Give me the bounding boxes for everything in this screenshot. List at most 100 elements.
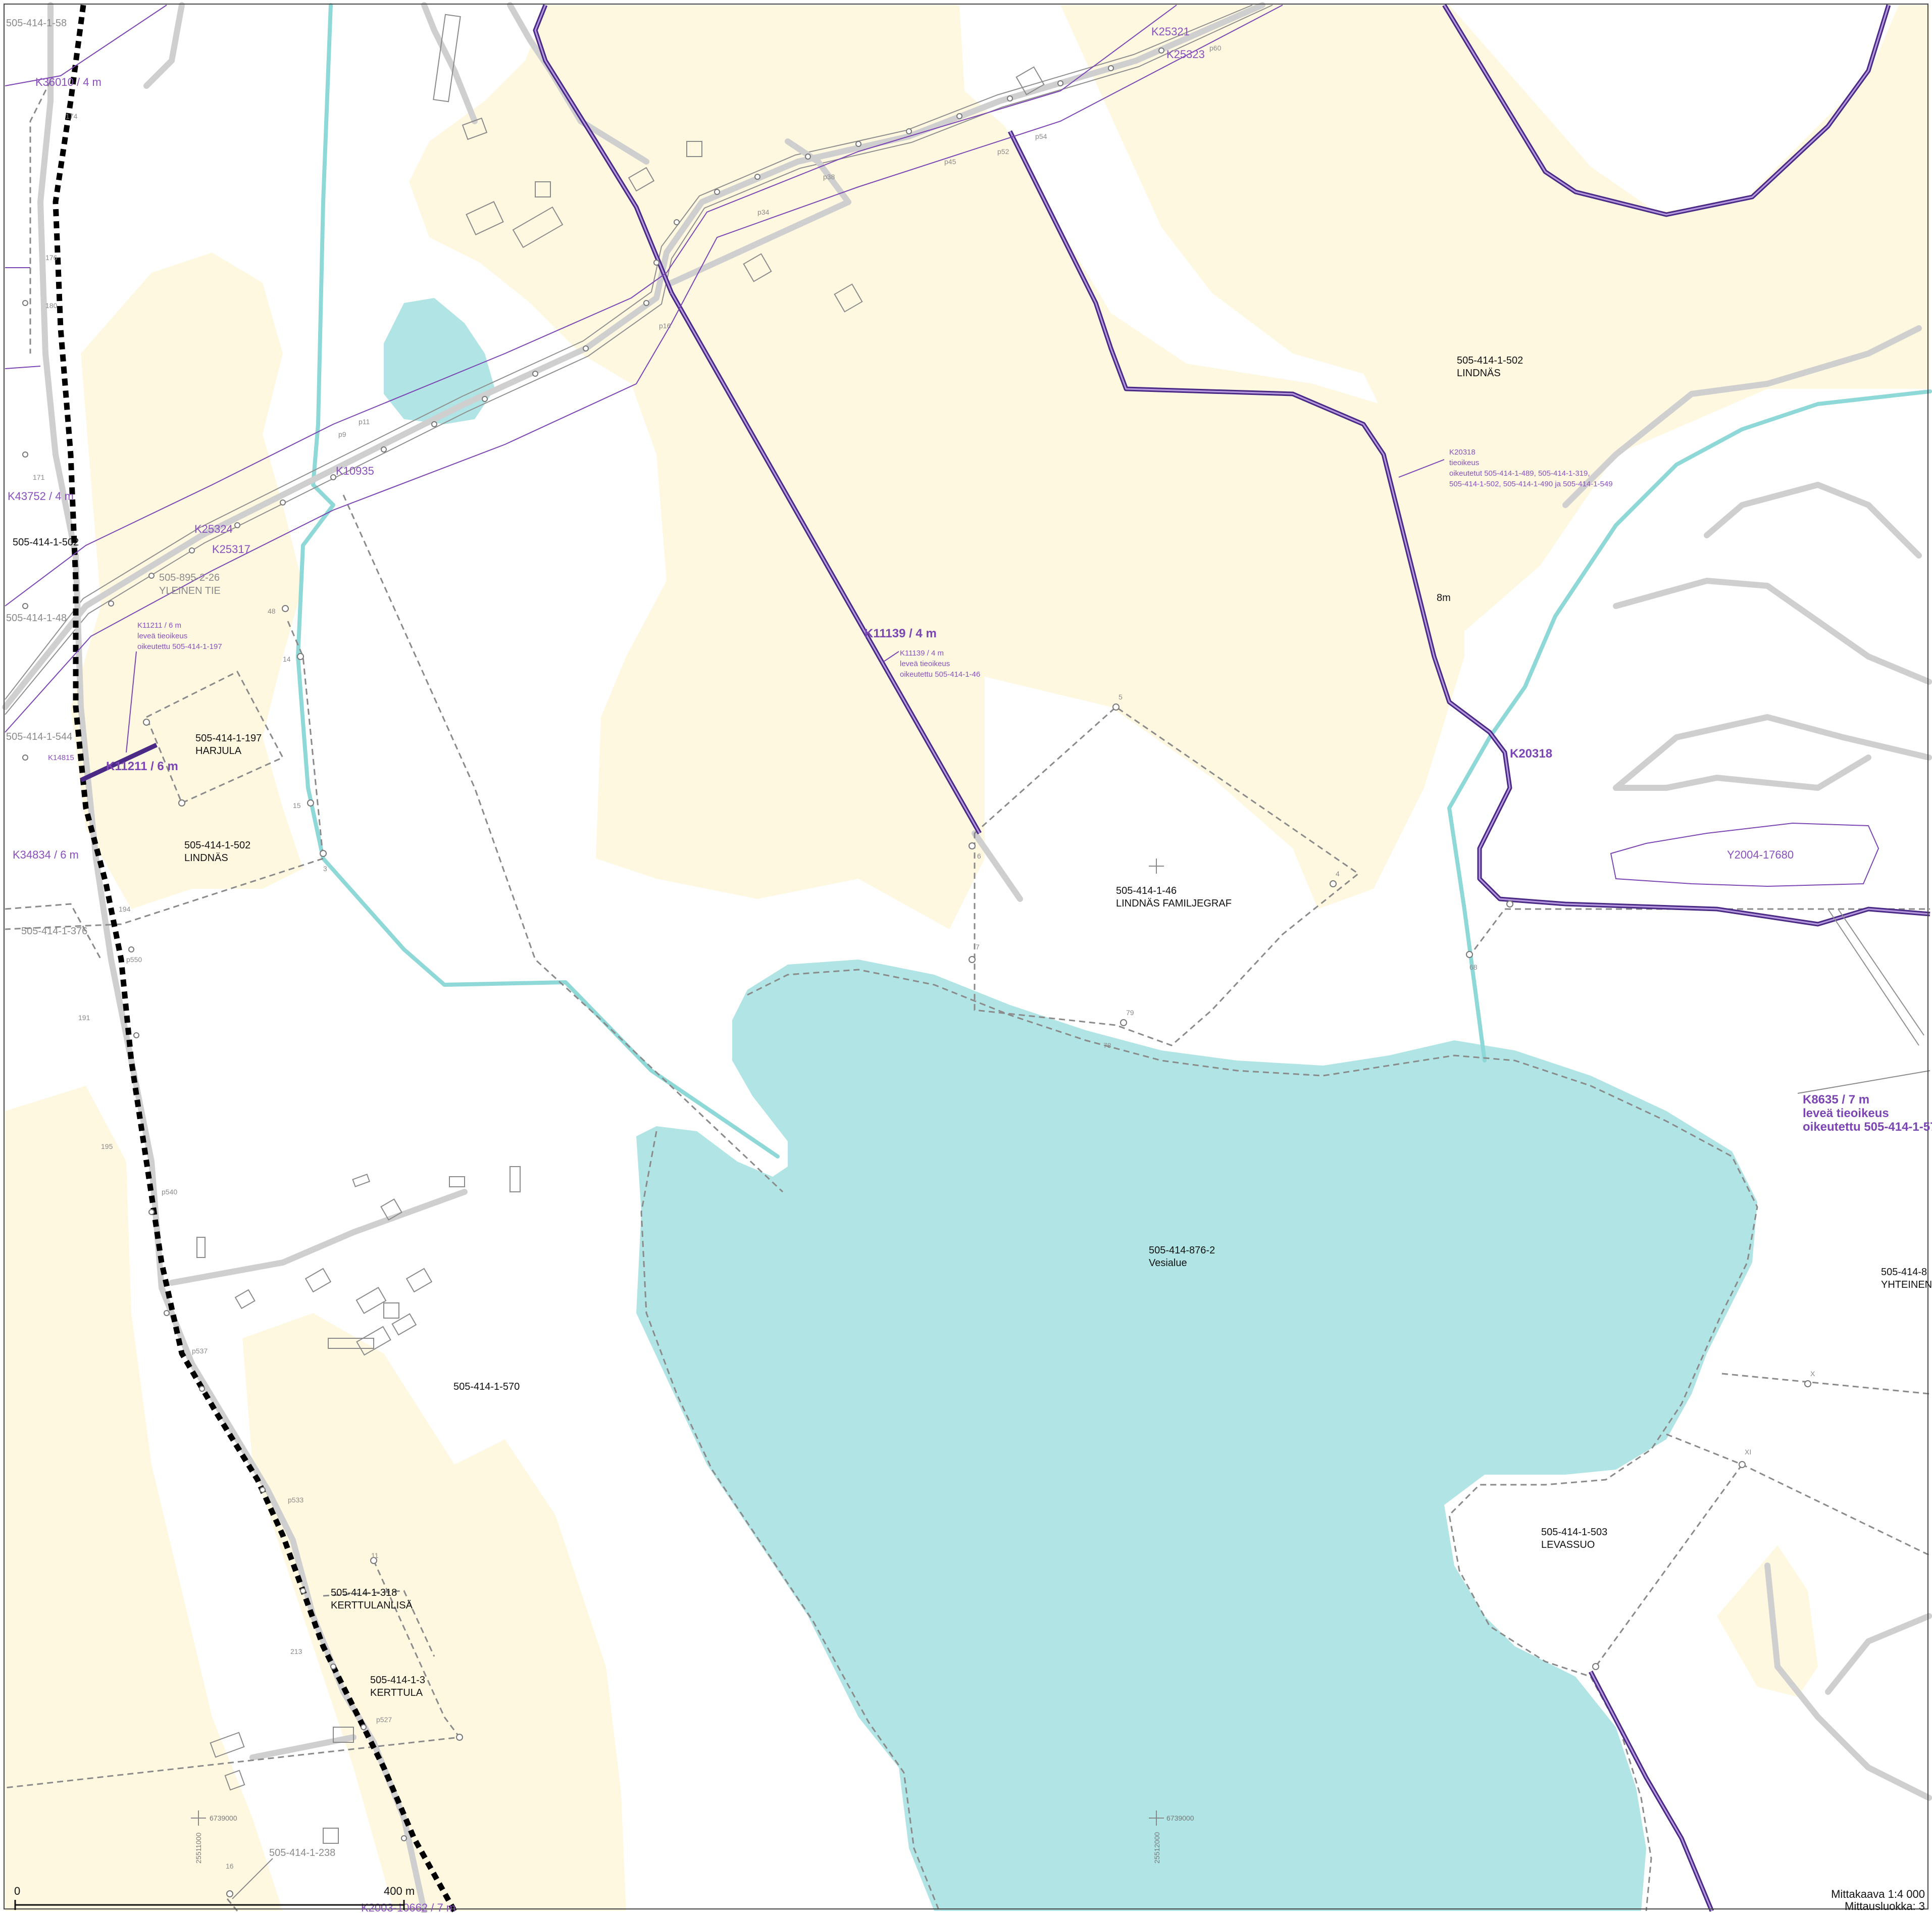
boundary-levassuo xyxy=(1721,1373,1930,1395)
survey-point xyxy=(148,1209,155,1215)
easement-k34834: K34834 / 6 m xyxy=(13,848,79,861)
scale-bar: 0 400 m xyxy=(14,1885,415,1910)
road-name: YLEINEN TIE xyxy=(159,585,221,596)
road-id: 505-895-2-26 xyxy=(159,572,220,583)
survey-point xyxy=(280,499,286,506)
building xyxy=(743,253,772,282)
survey-point xyxy=(855,141,861,147)
point-label: p45 xyxy=(944,158,956,166)
point-label: 194 xyxy=(119,905,131,913)
coordinate-cross xyxy=(191,1810,206,1826)
easement-k20318-inner xyxy=(1009,131,1930,925)
parcel-labels: 505-414-1-502 LINDNÄS 505-414-1-502 LIND… xyxy=(6,18,1932,1858)
point-label: p34 xyxy=(757,208,770,216)
coord-east-2: 25512000 xyxy=(1153,1832,1161,1864)
coord-north-2: 6739000 xyxy=(1166,1814,1194,1822)
building xyxy=(380,1198,402,1221)
road-east-1 xyxy=(1562,325,1922,508)
point-label: p540 xyxy=(162,1188,177,1196)
point-label: p52 xyxy=(997,147,1009,156)
survey-point xyxy=(1007,95,1013,102)
survey-point xyxy=(128,946,134,952)
side-road-north2 xyxy=(421,2,478,124)
point-label: p38 xyxy=(823,173,835,181)
building xyxy=(210,1732,245,1758)
easement-k8635-line1: K8635 / 7 m xyxy=(1803,1093,1869,1106)
building xyxy=(196,1237,206,1258)
survey-point xyxy=(674,219,680,225)
map-scale-text: Mittakaava 1:4 000 xyxy=(1831,1888,1925,1900)
point-label: X xyxy=(1810,1370,1815,1378)
building xyxy=(462,117,488,140)
point-label: p60 xyxy=(1209,44,1222,52)
easement-k8635-line2: leveä tieoikeus xyxy=(1803,1106,1889,1120)
easement-nw-link-inner xyxy=(534,5,673,293)
easement-k11211-line2: leveä tieoikeus xyxy=(137,632,187,640)
parcel-id-570: 505-414-1-570 xyxy=(453,1381,520,1392)
survey-point xyxy=(1506,900,1513,908)
easement-k11139-line1: K11139 / 4 m xyxy=(900,649,944,658)
survey-point xyxy=(297,653,304,660)
building xyxy=(535,181,551,197)
stream-east xyxy=(1447,389,1932,1063)
east-parallel-line xyxy=(1827,909,1919,1046)
parcel-id-238: 505-414-1-238 xyxy=(269,1847,335,1858)
point-label: 171 xyxy=(33,473,45,481)
road-east-2 xyxy=(1704,482,1922,559)
building xyxy=(391,1313,417,1336)
easement-k20318-width: 8m xyxy=(1437,592,1451,603)
parcel-name-harjula: HARJULA xyxy=(195,745,242,757)
side-road-south2 xyxy=(249,1734,357,1760)
survey-point xyxy=(401,1835,407,1841)
easement-k25321: K25321 xyxy=(1151,25,1190,38)
survey-point xyxy=(805,154,811,160)
survey-point xyxy=(381,446,387,452)
building xyxy=(405,1268,433,1293)
main-road xyxy=(2,2,1265,710)
boundary-west-1 xyxy=(5,903,102,960)
survey-point xyxy=(164,1310,170,1316)
coord-north-1: 6739000 xyxy=(210,1814,237,1822)
road-east-6 xyxy=(1764,1563,1932,1801)
easement-k20318-line4: 505-414-1-502, 505-414-1-490 ja 505-414-… xyxy=(1449,480,1613,488)
lake xyxy=(636,960,1757,1911)
buildings xyxy=(196,14,1045,1844)
point-label: p550 xyxy=(126,955,142,964)
leader-k20318 xyxy=(1398,459,1445,478)
easement-k11211-line1: K11211 / 6 m xyxy=(137,621,181,630)
parcel-name-vesialue: Vesialue xyxy=(1149,1257,1187,1269)
scale-bar-start: 0 xyxy=(14,1885,20,1897)
easement-k25323: K25323 xyxy=(1166,48,1205,61)
point-label: 78 xyxy=(1103,1041,1111,1049)
point-label: p54 xyxy=(1035,132,1047,140)
parcel-name-lindnas-w: LINDNÄS xyxy=(184,852,228,864)
survey-point xyxy=(1108,65,1114,71)
point-label: 14 xyxy=(283,655,291,663)
easement-k10935: K10935 xyxy=(336,465,374,477)
stream-west xyxy=(296,3,780,1159)
point-label: 15 xyxy=(293,801,301,810)
point-label: 174 xyxy=(66,112,78,120)
survey-point xyxy=(643,300,649,306)
survey-point xyxy=(370,1557,377,1564)
building xyxy=(333,1727,354,1743)
survey-points xyxy=(22,47,1811,1897)
survey-point xyxy=(307,799,314,807)
boundary-lake xyxy=(747,969,1758,1911)
coordinate-cross xyxy=(1149,1810,1164,1826)
survey-point xyxy=(482,396,488,402)
easement-k11211-line3: oikeutettu 505-414-1-197 xyxy=(137,642,222,651)
point-label: 79 xyxy=(1126,1009,1134,1017)
side-road-northwest xyxy=(143,2,185,89)
point-label: 180 xyxy=(45,301,58,310)
easement-k11211 xyxy=(80,742,158,783)
easement-thin-3 xyxy=(5,5,167,86)
field-area-south xyxy=(242,1313,626,1911)
building xyxy=(323,1828,339,1844)
boundary-kerttula xyxy=(5,1560,461,1789)
point-labels: 5 4 6 7 79 78 68 14 48 15 3 11 16 X XI p… xyxy=(33,44,1815,1870)
easements xyxy=(5,4,1930,1912)
easement-south-east-inner xyxy=(1590,1671,1713,1911)
parcel-name-lindnas-ne: LINDNÄS xyxy=(1457,368,1501,379)
